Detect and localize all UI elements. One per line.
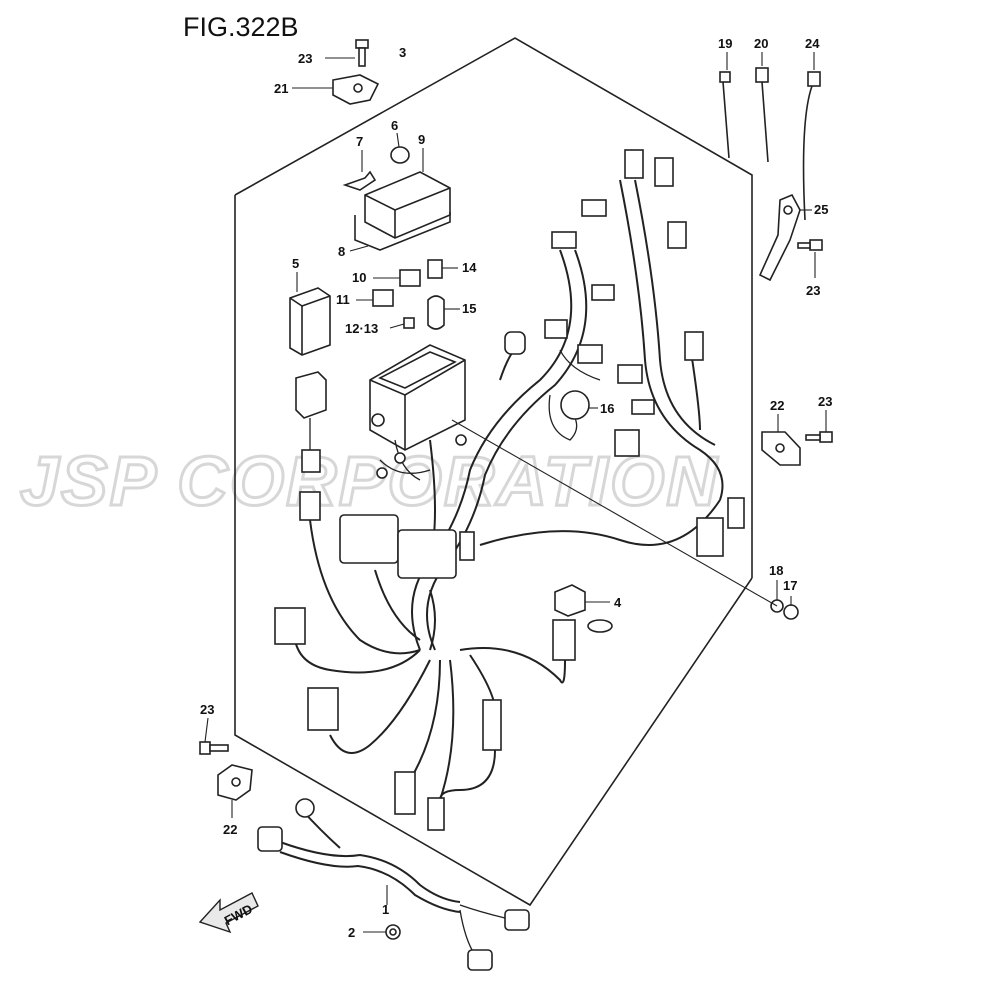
- callout-9: 9: [418, 132, 425, 147]
- connector-square-right: [614, 429, 640, 457]
- nut-2: [363, 924, 401, 940]
- junction-box: [369, 344, 466, 451]
- callout-3: 3: [399, 45, 406, 60]
- connector-small-1: [299, 491, 321, 521]
- callout-23-top: 23: [298, 51, 312, 66]
- watermark: JSP CORPORATION: [19, 441, 719, 522]
- cap-15: [427, 295, 460, 330]
- connector-bottom-5: [552, 619, 576, 661]
- callout-15: 15: [462, 301, 476, 316]
- connector-bottom-4: [482, 699, 502, 751]
- clip-7: [342, 150, 377, 191]
- bracket-25: [758, 193, 812, 282]
- bracket-22-bottom-left: [217, 764, 253, 818]
- callout-20: 20: [754, 36, 768, 51]
- cable-tie-24: [802, 52, 821, 221]
- connector-top-3: [581, 199, 607, 217]
- svg-text:JSP CORPORATION: JSP CORPORATION: [20, 442, 719, 520]
- washer-18: [770, 580, 784, 613]
- callout-23-right-lower: 23: [818, 394, 832, 409]
- connector-large-1: [339, 514, 399, 564]
- connector-mid-5: [617, 364, 643, 384]
- connector-top-1: [624, 149, 644, 179]
- bracket-22-right: [761, 414, 801, 466]
- callout-6: 6: [391, 118, 398, 133]
- bolt-23-top: [325, 39, 369, 67]
- callout-22-right: 22: [770, 398, 784, 413]
- callout-10: 10: [352, 270, 366, 285]
- sub-harness-1: [257, 798, 530, 971]
- callout-24: 24: [805, 36, 820, 51]
- callout-11: 11: [336, 292, 350, 307]
- callout-17: 17: [783, 578, 797, 593]
- connector-mid-2: [684, 331, 704, 361]
- callout-labels: 23 3 21 6 9 7 8 5 10 14 11 15 12·13 16 1…: [200, 36, 832, 940]
- connector-right-2: [727, 497, 745, 529]
- grommet-6: [390, 132, 410, 164]
- callout-8: 8: [338, 244, 345, 259]
- relay-5: [289, 272, 331, 356]
- bolt-23-right-upper: [797, 239, 823, 278]
- cable-tie-19: [719, 52, 731, 159]
- fwd-direction-arrow: FWD: [198, 892, 259, 934]
- connector-mid-6: [631, 399, 655, 415]
- callout-2: 2: [348, 925, 355, 940]
- connector-mid-4: [577, 344, 603, 364]
- connector-top-5: [551, 231, 577, 249]
- relay-connector-left: [295, 371, 327, 473]
- callout-18: 18: [769, 563, 783, 578]
- callout-5: 5: [292, 256, 299, 271]
- figure-title: FIG.322B: [183, 12, 299, 42]
- cable-tie-20: [755, 52, 769, 163]
- relay-10: [373, 269, 421, 287]
- bolt-23-right-lower: [805, 410, 833, 443]
- ground-terminal: [376, 434, 467, 479]
- fuse-12-13: [389, 317, 415, 329]
- connector-bottom-1: [307, 687, 339, 731]
- callout-16: 16: [600, 401, 614, 416]
- connector-top-4: [667, 221, 687, 249]
- connector-bottom-2: [394, 771, 416, 815]
- bracket-21: [292, 74, 380, 105]
- bolt-23-bottom-left: [199, 717, 229, 755]
- fuse-box-9: [364, 148, 451, 239]
- callout-4: 4: [614, 595, 622, 610]
- connector-mid-3: [544, 319, 568, 339]
- callout-19: 19: [718, 36, 732, 51]
- callout-7: 7: [356, 134, 363, 149]
- sensor-16: [560, 390, 598, 420]
- callout-22-bottom-left: 22: [223, 822, 237, 837]
- callout-14: 14: [462, 260, 477, 275]
- nut-17: [783, 596, 799, 620]
- leader-harness-to-washer: [451, 419, 778, 607]
- connector-top-2: [654, 157, 674, 187]
- callout-21: 21: [274, 81, 288, 96]
- connector-large-2: [397, 529, 457, 579]
- connector-mid-1: [591, 284, 615, 301]
- callout-23-bottom-left: 23: [200, 702, 214, 717]
- connector-left-low: [274, 607, 306, 645]
- fuse-14: [427, 259, 458, 279]
- relay-11: [356, 289, 394, 307]
- fuse-box-cover-8: [349, 212, 451, 252]
- connector-small-2: [459, 531, 475, 561]
- connector-round: [504, 331, 526, 355]
- callout-23-right-upper: 23: [806, 283, 820, 298]
- connector-bottom-3: [427, 797, 445, 831]
- assembly-frame: [234, 37, 753, 907]
- callout-12-13: 12·13: [345, 321, 378, 336]
- connector-right-1: [696, 517, 724, 557]
- svg-text:FWD: FWD: [222, 901, 255, 928]
- connector-cover-4: [554, 584, 613, 633]
- callout-25: 25: [814, 202, 828, 217]
- callout-1: 1: [382, 902, 389, 917]
